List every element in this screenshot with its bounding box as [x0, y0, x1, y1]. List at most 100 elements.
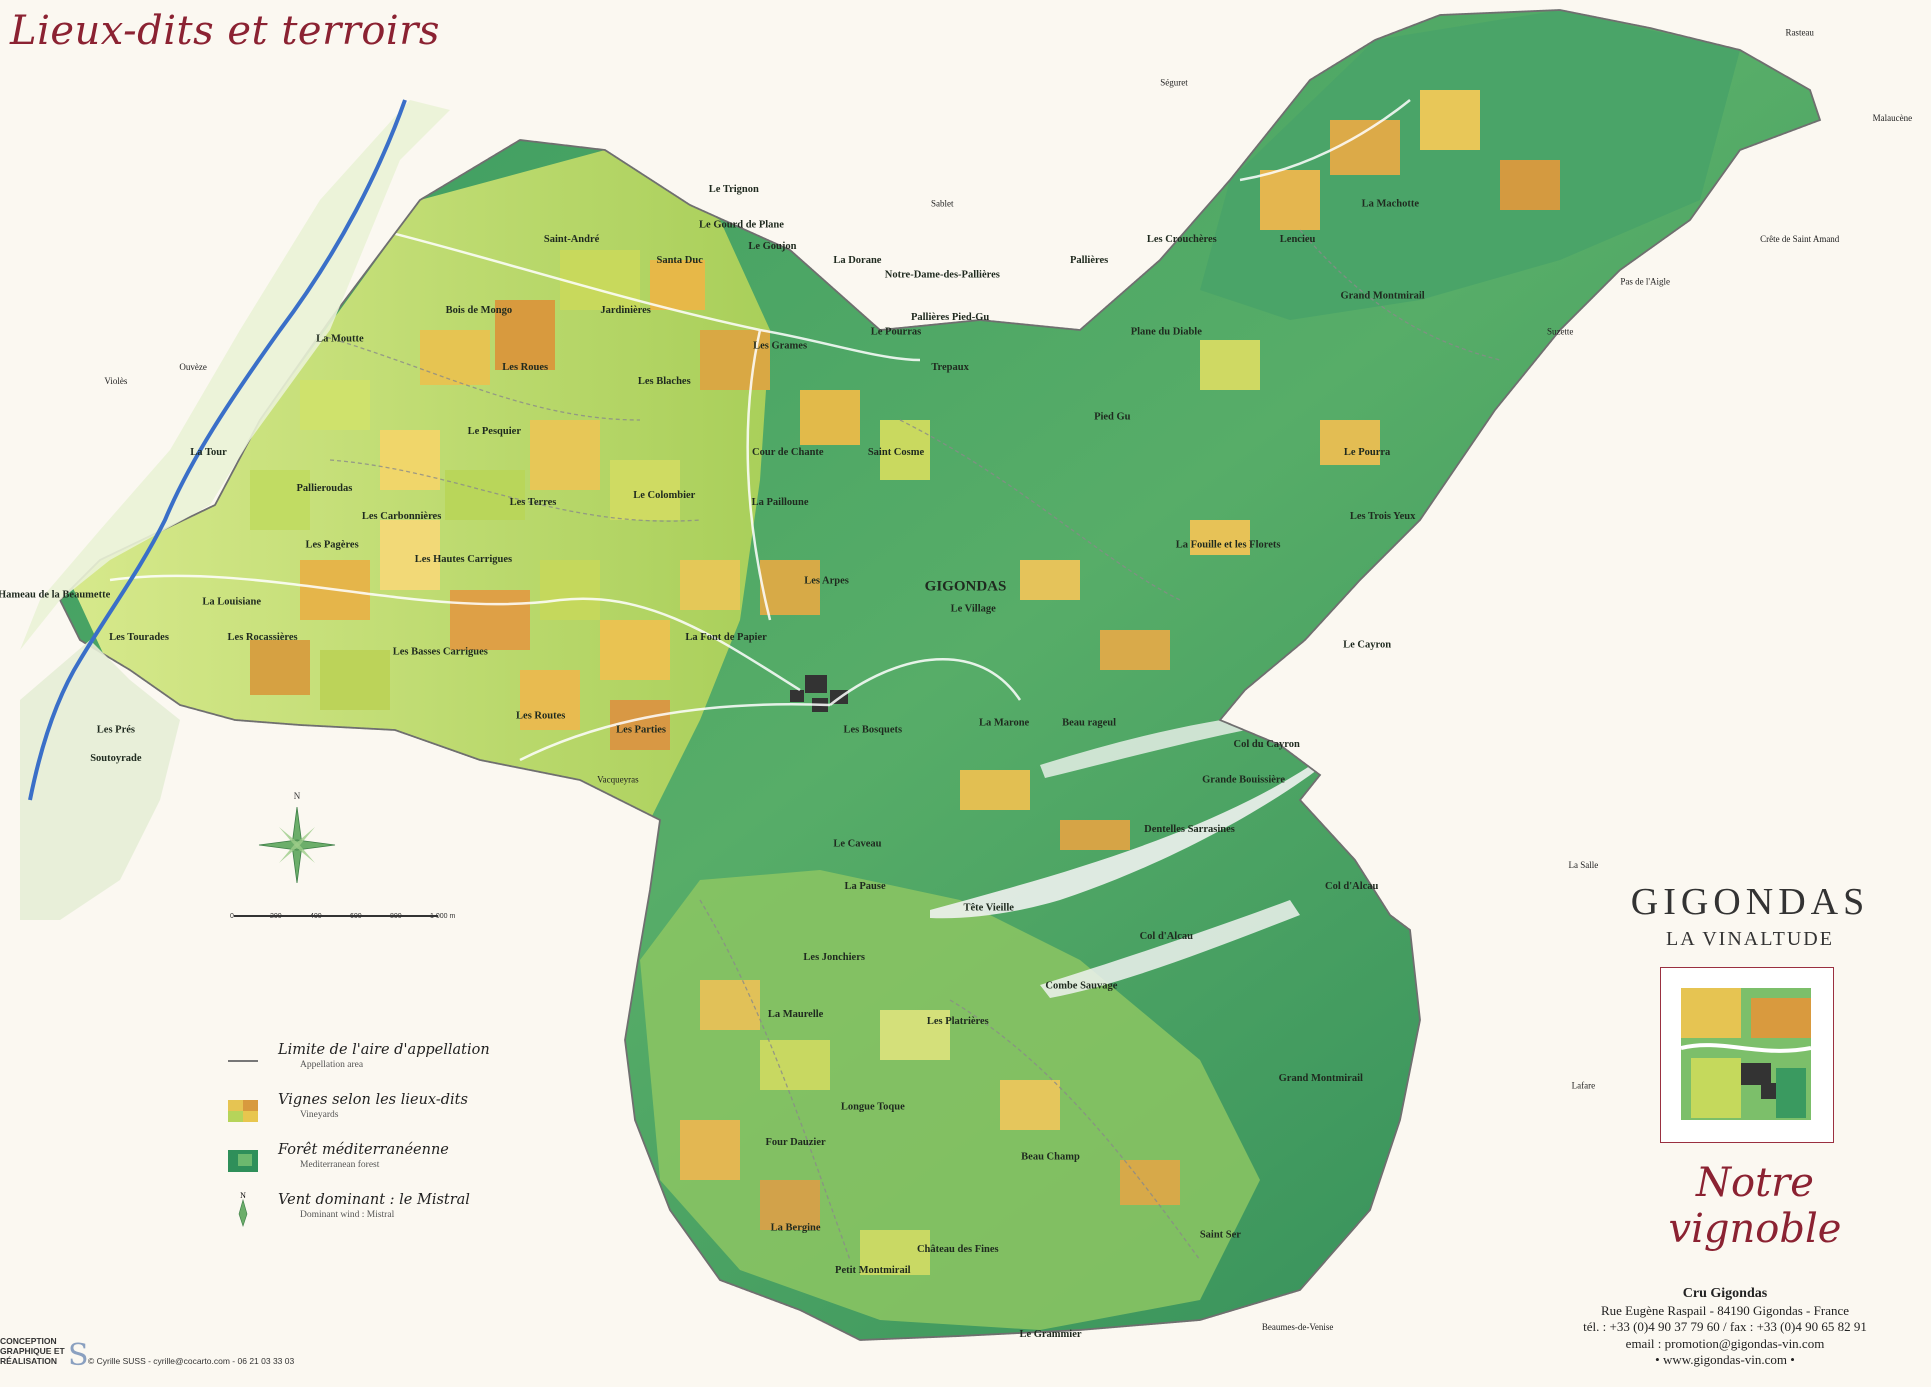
place-label-59: Tête Vieille	[963, 902, 1014, 913]
place-label-54: Les Parties	[616, 725, 666, 736]
legend-sublabel: Mediterranean forest	[300, 1160, 380, 1170]
place-label-22: Le Pesquier	[468, 426, 522, 437]
place-label-42: La Font de Papier	[685, 632, 767, 643]
place-label-63: Combe Sauvage	[1045, 981, 1117, 992]
place-label-74: Le Grammier	[1019, 1329, 1081, 1340]
place-label-28: Cour de Chante	[752, 447, 824, 458]
place-label-46: Les Bosquets	[843, 725, 902, 736]
place-label-13: Pallières Pied-Gu	[911, 312, 989, 323]
road-label-7: Crête de Saint Amand	[1760, 234, 1840, 244]
place-label-55: Les Prés	[97, 725, 135, 736]
legend-label: Vignes selon les lieux-dits	[278, 1092, 468, 1108]
place-label-25: Les Carbonnières	[362, 511, 441, 522]
place-label-6: Notre-Dame-des-Pallières	[885, 269, 1000, 280]
road-label-1: Sablet	[931, 198, 954, 208]
place-label-56: Soutoyrade	[90, 753, 142, 764]
place-label-17: Les Roues	[502, 362, 548, 373]
place-label-50: Col du Cayron	[1234, 739, 1300, 750]
place-label-70: La Bergine	[771, 1223, 821, 1234]
road-label-5: Suzette	[1547, 326, 1574, 336]
brand-tagline: Notre vignoble	[1668, 1160, 1842, 1252]
place-label-16: La Moutte	[316, 333, 364, 344]
place-label-14: Bois de Mongo	[446, 305, 513, 316]
contact-phone: tél. : +33 (0)4 90 37 79 60 / fax : +33 …	[1583, 1319, 1867, 1334]
compass-north-label: N	[294, 791, 301, 801]
place-label-32: Le Pourra	[1344, 447, 1391, 458]
brand-title: GIGONDAS	[1630, 881, 1870, 923]
legend-sublabel: Vineyards	[300, 1110, 339, 1120]
place-label-1: Le Gourd de Plane	[699, 220, 784, 231]
place-label-39: Les Tourades	[109, 632, 169, 643]
place-label-33: Les Trois Yeux	[1350, 511, 1416, 522]
river-ouveze	[28, 99, 407, 801]
credits-contact: © Cyrille SUSS - cyrille@cocarto.com - 0…	[88, 1356, 295, 1366]
place-label-61: Col d'Alcau	[1140, 931, 1194, 942]
place-label-15: Jardinières	[600, 305, 651, 316]
designer-logo-icon: S	[68, 1338, 89, 1373]
place-label-24: Pallieroudas	[296, 483, 352, 494]
contact-address: Rue Eugène Raspail - 84190 Gigondas - Fr…	[1600, 1302, 1850, 1318]
brand-subtitle: LA VINALTUDE	[1666, 928, 1834, 950]
place-label-21: Trepaux	[931, 362, 969, 373]
place-label-44: GIGONDAS	[925, 578, 1007, 594]
contact-block: Cru Gigondas Rue Eugène Raspail - 84190 …	[1530, 1286, 1920, 1369]
credits-block: CONCEPTION GRAPHIQUE ET RÉALISATION S © …	[0, 1336, 420, 1384]
place-label-5: La Dorane	[833, 255, 881, 266]
vineyard-legend-icon	[228, 1100, 258, 1122]
legend-sublabel: Dominant wind : Mistral	[300, 1210, 395, 1220]
place-label-7: Pallières	[1070, 255, 1108, 266]
compass-rose: N	[258, 791, 336, 884]
brand-block: GIGONDAS LA VINALTUDE	[1600, 880, 1900, 951]
place-label-35: Les Pagères	[306, 540, 359, 551]
road-label-8: Malaucène	[1873, 113, 1912, 123]
place-label-52: Dentelles Sarrasines	[1144, 824, 1235, 835]
road-label-4: Vacqueyras	[597, 774, 639, 784]
place-label-27: Le Colombier	[633, 490, 695, 501]
place-label-31: Pied Gu	[1094, 412, 1131, 423]
scale-tick-2: 400	[310, 913, 322, 920]
contact-organization: Cru Gigondas	[1682, 1286, 1768, 1301]
place-label-62: Les Jonchiers	[803, 952, 865, 963]
svg-text:N: N	[240, 1191, 246, 1200]
credits-design: CONCEPTION GRAPHIQUE ET RÉALISATION	[0, 1336, 65, 1366]
place-label-11: Grand Montmirail	[1340, 291, 1424, 302]
place-label-41: Les Basses Carrigues	[393, 646, 488, 657]
scale-tick-4: 800	[390, 913, 402, 920]
forest-legend-icon	[228, 1150, 258, 1172]
place-label-57: Le Caveau	[833, 838, 881, 849]
place-label-8: Les Crouchères	[1147, 234, 1217, 245]
place-label-29: Saint Cosme	[868, 447, 925, 458]
road-label-6: Pas de l'Aigle	[1620, 277, 1670, 287]
place-label-58: La Pause	[845, 881, 886, 892]
contact-email[interactable]: email : promotion@gigondas-vin.com	[1625, 1335, 1825, 1351]
place-label-2: Saint-André	[544, 234, 600, 245]
wind-legend-icon: N	[228, 1190, 258, 1227]
legend-sublabel: Appellation area	[300, 1060, 364, 1070]
place-label-3: Santa Duc	[657, 255, 704, 266]
place-label-49: Le Cayron	[1343, 639, 1391, 650]
legend-label: Vent dominant : le Mistral	[278, 1192, 470, 1208]
place-label-10: La Machotte	[1362, 198, 1420, 209]
place-label-73: Saint Ser	[1200, 1230, 1241, 1241]
place-label-36: Les Hautes Carrigues	[415, 554, 512, 565]
place-label-65: Les Platrières	[927, 1016, 989, 1027]
place-label-43: Les Arpes	[804, 575, 849, 586]
thumbnail-map-image	[1681, 988, 1811, 1120]
scale-tick-3: 600	[350, 913, 362, 920]
place-label-45: Le Village	[951, 604, 997, 615]
place-label-9: Lencieu	[1280, 234, 1316, 245]
place-label-37: Hameau de la Beaumette	[0, 590, 111, 601]
scale-tick-1: 200	[270, 913, 282, 920]
place-label-12: Plane du Diable	[1131, 326, 1203, 337]
contact-website[interactable]: • www.gigondas-vin.com •	[1655, 1352, 1795, 1367]
place-label-0: Le Trignon	[709, 184, 759, 195]
road-label-11: Beaumes-de-Venise	[1262, 1322, 1333, 1332]
place-label-18: Les Blaches	[638, 376, 691, 387]
place-label-67: Longue Toque	[841, 1102, 905, 1113]
place-label-72: Petit Montmirail	[835, 1265, 911, 1276]
